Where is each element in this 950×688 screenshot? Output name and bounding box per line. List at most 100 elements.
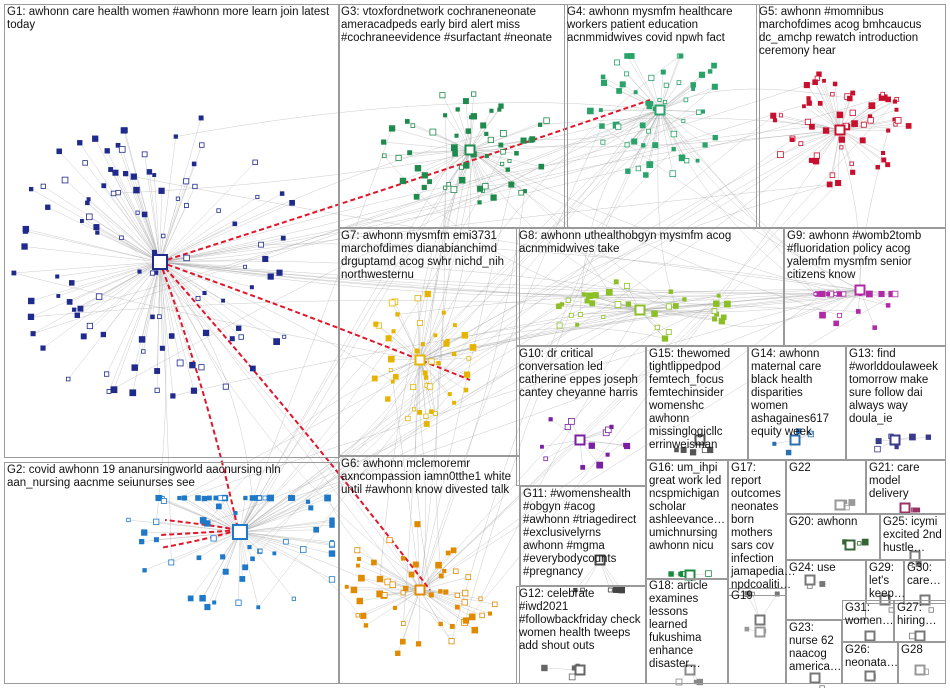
- node: [808, 430, 813, 435]
- node: [157, 314, 162, 319]
- inter-group-edge: [258, 109, 661, 608]
- node: [822, 78, 826, 83]
- inter-group-edge: [159, 102, 810, 263]
- node: [95, 230, 100, 235]
- inter-group-edge: [239, 324, 578, 533]
- node: [452, 323, 457, 328]
- edge: [125, 173, 161, 263]
- node: [492, 601, 498, 608]
- edge: [24, 246, 161, 263]
- inter-group-edge: [179, 129, 841, 499]
- node: [829, 172, 836, 178]
- inter-group-edge: [419, 293, 896, 591]
- highlighted-edge: [164, 519, 239, 531]
- group-box-g15: [646, 346, 748, 460]
- node: [86, 322, 93, 330]
- node: [589, 300, 596, 307]
- edge: [97, 232, 161, 263]
- inter-group-edge: [74, 109, 661, 310]
- node: [713, 300, 720, 307]
- edge: [25, 230, 161, 263]
- node: [453, 568, 459, 574]
- inter-group-edge: [532, 109, 661, 140]
- edge: [121, 149, 161, 263]
- node: [74, 312, 80, 318]
- node: [772, 441, 777, 446]
- node: [447, 392, 452, 397]
- node: [683, 97, 689, 103]
- group-box-g19: [728, 588, 786, 684]
- node: [405, 415, 411, 422]
- node: [276, 269, 283, 276]
- node: [236, 325, 242, 331]
- node: [689, 449, 697, 456]
- node: [381, 592, 388, 598]
- inter-group-edge: [239, 303, 717, 533]
- node: [848, 499, 856, 506]
- node: [168, 333, 175, 339]
- node: [462, 617, 470, 624]
- node: [875, 164, 880, 170]
- node: [671, 146, 676, 152]
- node: [452, 400, 457, 405]
- edge: [402, 149, 471, 182]
- group-box-g2: [4, 462, 340, 684]
- node: [438, 589, 443, 594]
- node: [395, 154, 402, 162]
- group-box-g8: [516, 228, 784, 346]
- node: [189, 361, 196, 369]
- hub-node: [654, 104, 666, 116]
- edge: [159, 117, 202, 263]
- edge: [412, 125, 471, 151]
- edge: [179, 497, 241, 533]
- node: [625, 168, 631, 174]
- node: [785, 449, 792, 456]
- node: [355, 613, 360, 618]
- edge: [638, 109, 661, 169]
- edge: [159, 162, 256, 263]
- node: [850, 90, 856, 96]
- group-box-g22: [786, 460, 866, 514]
- node: [581, 292, 587, 297]
- node: [56, 294, 61, 298]
- node: [514, 150, 519, 156]
- edge: [159, 261, 163, 349]
- inter-group-edge: [659, 109, 844, 295]
- node: [500, 130, 507, 137]
- node: [135, 210, 140, 215]
- inter-group-edge: [108, 109, 661, 392]
- edge: [159, 261, 207, 334]
- edge: [822, 289, 861, 316]
- inter-group-edge: [13, 272, 421, 361]
- node: [173, 134, 178, 139]
- node: [443, 589, 449, 595]
- edge: [110, 169, 161, 263]
- node: [615, 123, 622, 130]
- node: [354, 547, 361, 554]
- node: [598, 108, 603, 113]
- node: [247, 545, 252, 550]
- inter-group-edge: [159, 184, 830, 263]
- node: [86, 197, 91, 202]
- node: [382, 153, 387, 159]
- node: [438, 621, 443, 627]
- node: [119, 235, 124, 241]
- node: [808, 157, 814, 163]
- node: [399, 638, 406, 645]
- node: [27, 313, 35, 321]
- node: [324, 494, 331, 502]
- edge: [387, 359, 421, 400]
- node: [832, 81, 838, 87]
- edge: [132, 261, 161, 393]
- node: [93, 224, 100, 231]
- node: [408, 571, 415, 578]
- node: [385, 335, 392, 342]
- node: [819, 685, 825, 688]
- group-box-g18: [646, 578, 728, 684]
- node: [588, 442, 595, 449]
- node: [538, 163, 545, 170]
- node: [195, 495, 201, 501]
- node: [744, 626, 750, 632]
- edge: [108, 261, 161, 392]
- edge: [839, 125, 909, 131]
